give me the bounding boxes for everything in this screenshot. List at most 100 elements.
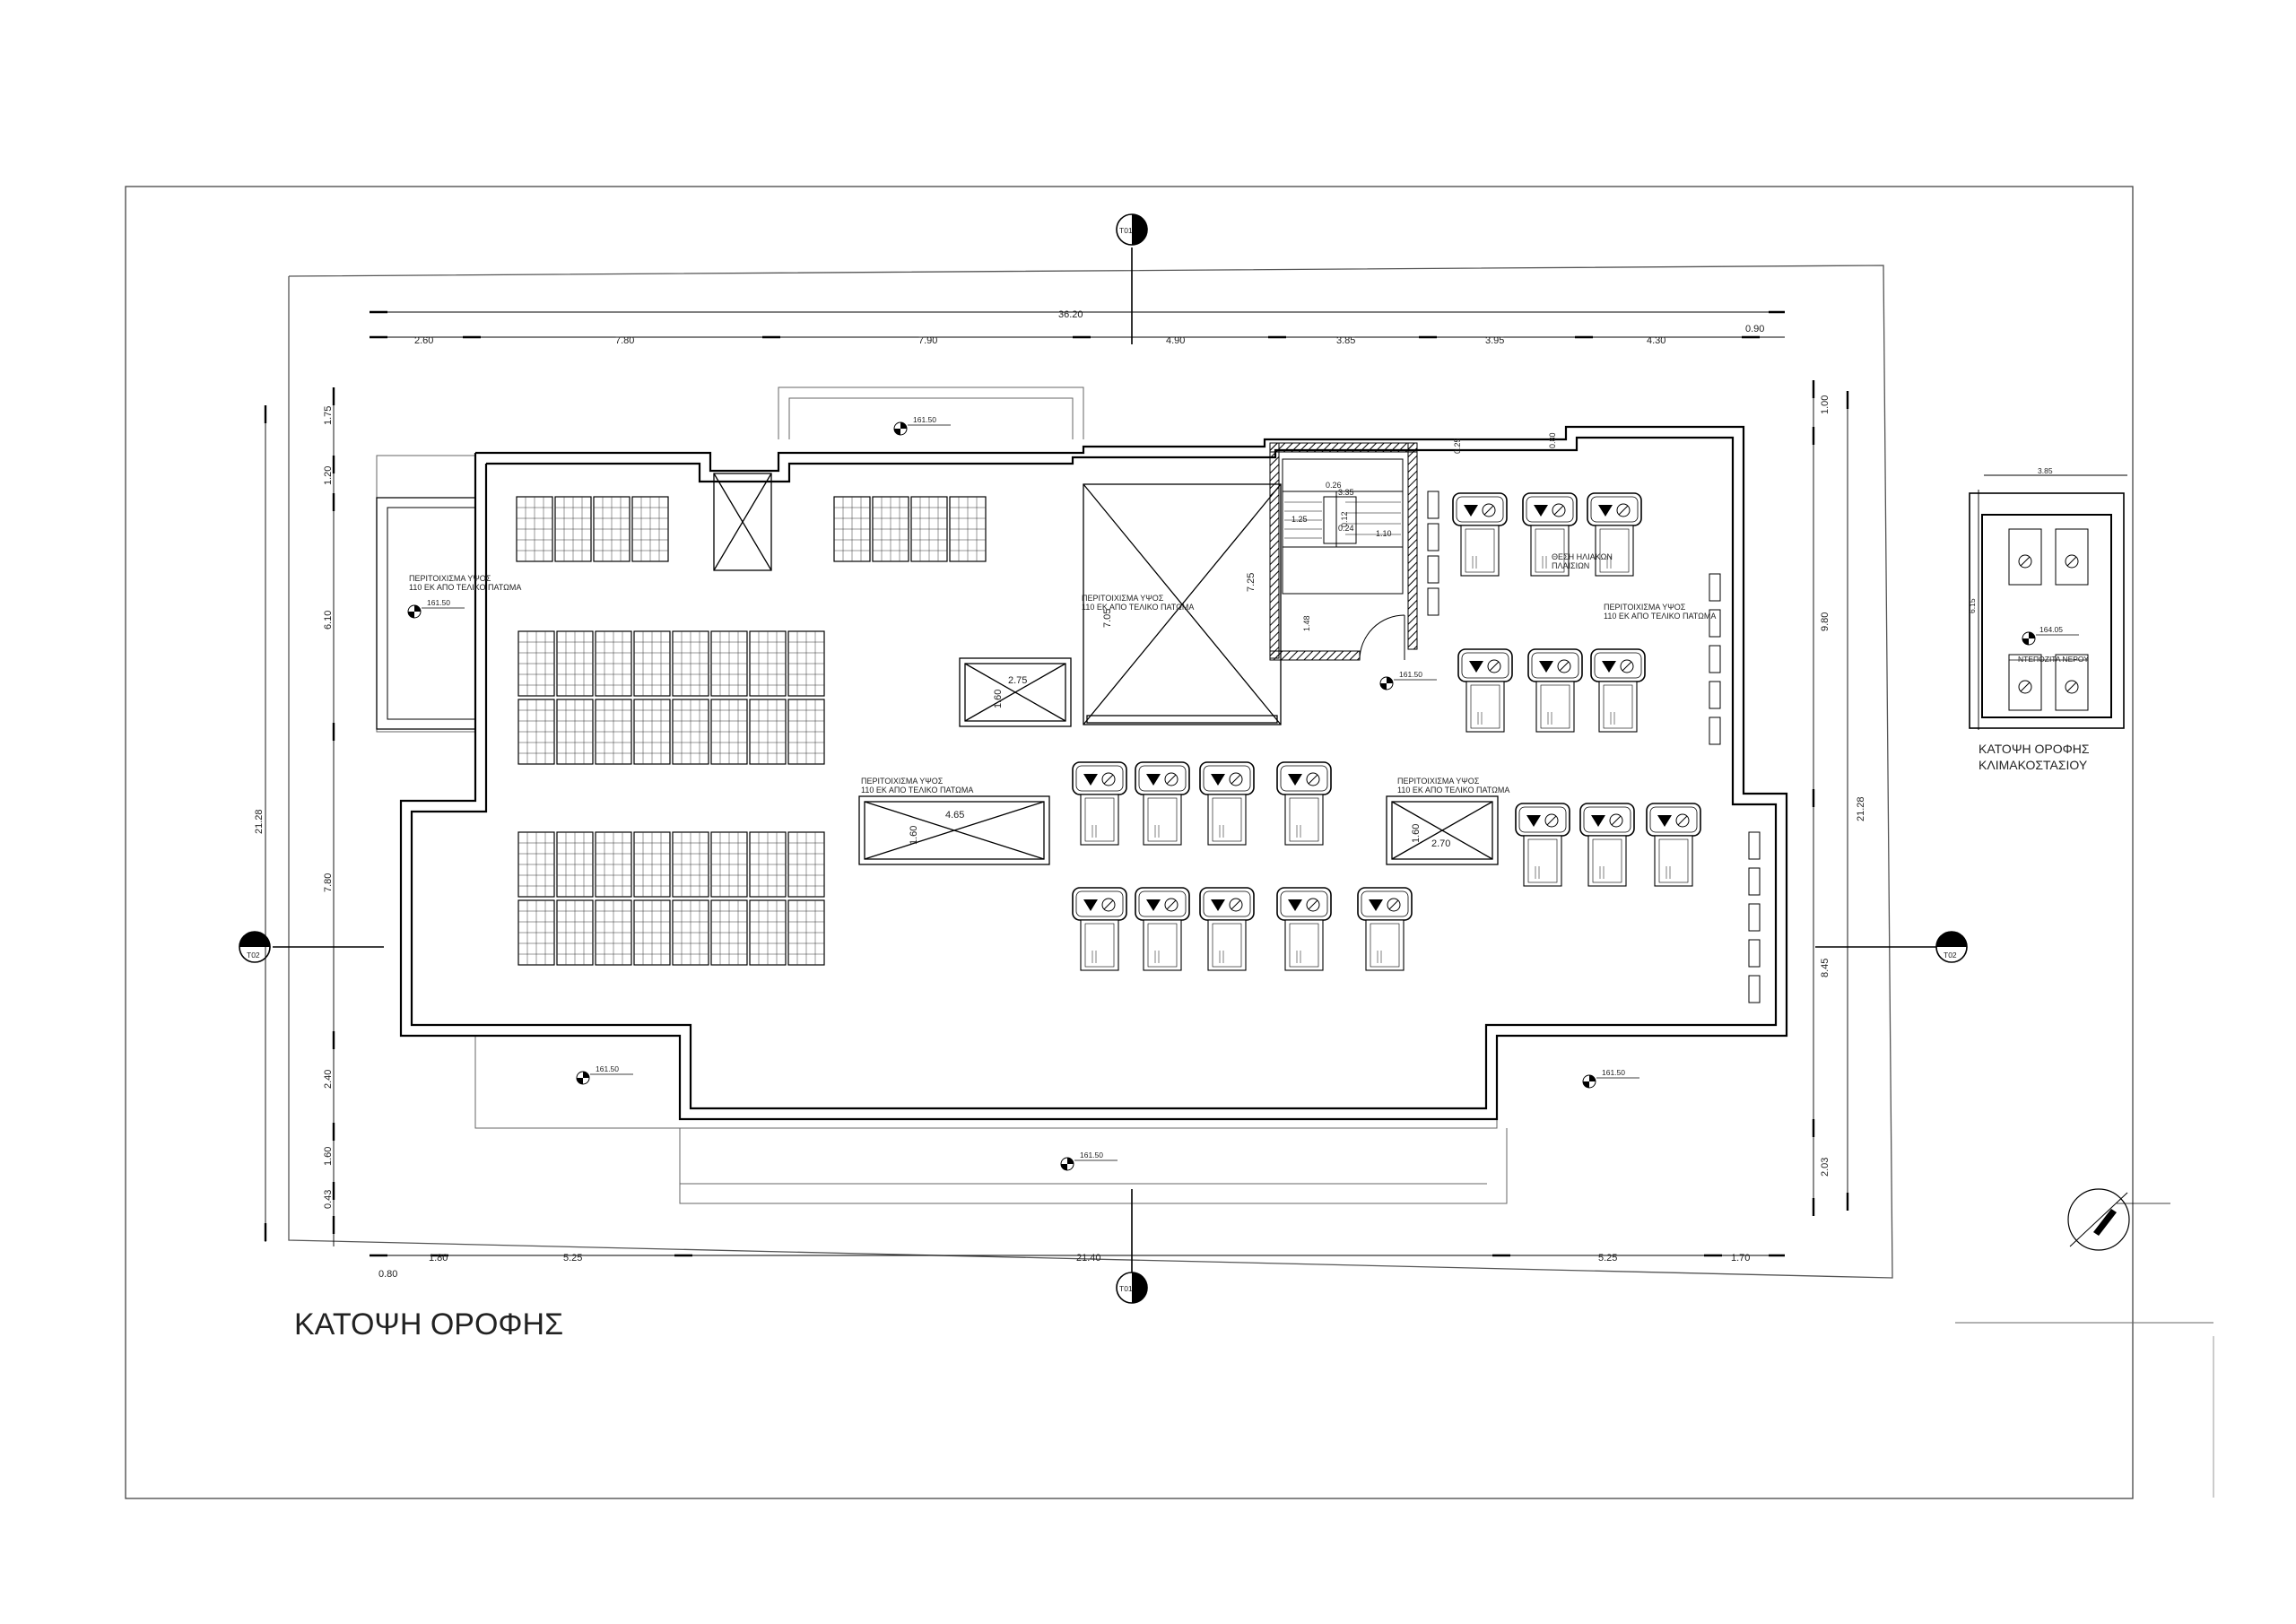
solar-panel: [749, 630, 787, 697]
solar-water-heater: [1199, 887, 1255, 971]
section-marker: T02: [239, 931, 271, 963]
level-marker: 161.50: [407, 598, 465, 619]
dim-stair: 0.25: [1453, 438, 1462, 454]
solar-panel: [633, 699, 671, 765]
dim-top: 7.90: [918, 335, 937, 346]
dim-left: 2.40: [323, 1070, 334, 1089]
solar-panel: [556, 831, 594, 898]
solar-panel: [517, 831, 555, 898]
dim-top: 7.80: [615, 335, 634, 346]
solar-panel: [595, 899, 632, 966]
solar-panel: [672, 899, 709, 966]
section-marker: T01: [1116, 1272, 1148, 1304]
wall-box: [1709, 573, 1721, 602]
dim-stair: 1.10: [1376, 529, 1392, 538]
section-marker-label: T02: [1944, 951, 1957, 960]
level-marker: 161.50: [893, 415, 951, 436]
stair-plan-title: ΚΛΙΜΑΚΟΣΤΑΣΙΟΥ: [1979, 758, 2088, 772]
dim-stair: 0.12: [1340, 511, 1349, 527]
solar-water-heater: [1276, 761, 1332, 846]
roof-edges: [376, 386, 1508, 1204]
section-marker: T02: [1935, 931, 1968, 963]
dim-void: 1.60: [1411, 824, 1422, 843]
dim-stair: 1.25: [1292, 515, 1308, 524]
parapet-note: ΠΕΡΙΤΟΙΧΙΣΜΑ ΥΨΟΣ: [409, 574, 491, 583]
level-marker: 161.50: [1379, 670, 1437, 690]
solar-water-heater: [1579, 803, 1635, 887]
solar-panel: [787, 899, 825, 966]
solar-panel: [517, 899, 555, 966]
dim-bottom-small: 0.80: [378, 1269, 397, 1280]
dim-top: 4.90: [1166, 335, 1185, 346]
dim-stair: 3.35: [1338, 488, 1354, 497]
solar-panel: [910, 496, 948, 562]
dim-left: 1.60: [323, 1147, 334, 1166]
solar-panel: [595, 831, 632, 898]
dim-top-overall: 36.20: [1058, 309, 1083, 320]
solar-water-heater: [1457, 648, 1513, 733]
solar-panel: [593, 496, 631, 562]
solar-water-heater: [1072, 761, 1127, 846]
dim-stair-plan: 3.85: [2038, 466, 2053, 475]
solar-panel: [710, 899, 748, 966]
solar-panel: [949, 496, 987, 562]
dim-top: 2.60: [414, 335, 433, 346]
stair-roof-plan: [1969, 492, 2125, 729]
level-value: 161.50: [1080, 1151, 1103, 1159]
parapet-note: ΠΕΡΙΤΟΙΧΙΣΜΑ ΥΨΟΣ: [861, 777, 944, 786]
dim-bottom: 21.40: [1076, 1253, 1101, 1264]
parapet-note: 110 ΕΚ ΑΠΟ ΤΕΛΙΚΟ ΠΑΤΩΜΑ: [1397, 786, 1509, 795]
solar-water-heaters: [1072, 492, 1701, 971]
dim-left: 6.10: [323, 611, 334, 630]
dim-right-overall: 21.28: [1856, 796, 1866, 821]
dim-stair: 0.26: [1326, 481, 1342, 490]
dim-left: 7.80: [323, 873, 334, 892]
dim-left: 1.75: [323, 406, 334, 425]
solar-panel: [710, 630, 748, 697]
level-marker: 161.50: [1060, 1151, 1118, 1171]
dim-right: 8.45: [1820, 959, 1831, 977]
solar-panel: [516, 496, 553, 562]
parapet-note: ΠΕΡΙΤΟΙΧΙΣΜΑ ΥΨΟΣ: [1082, 594, 1164, 603]
dim-right: 1.00: [1820, 395, 1831, 414]
solar-water-heater: [1357, 887, 1413, 971]
solar-panel: [517, 699, 555, 765]
solar-panel: [672, 831, 709, 898]
solar-panel: [749, 699, 787, 765]
solar-panel: [595, 630, 632, 697]
wall-box: [1709, 645, 1721, 673]
solar-panel: [556, 899, 594, 966]
solar-water-heater: [1515, 803, 1570, 887]
wall-box: [1709, 716, 1721, 745]
dim-void: 1.60: [909, 826, 919, 845]
section-marker-label: T01: [1119, 226, 1133, 235]
solar-water-heater: [1646, 803, 1701, 887]
solar-panel: [787, 831, 825, 898]
north-arrow-icon: [2067, 1188, 2170, 1251]
parapet-note: ΠΕΡΙΤΟΙΧΙΣΜΑ ΥΨΟΣ: [1397, 777, 1480, 786]
dim-void: 1.60: [993, 690, 1004, 708]
section-marker-label: T02: [247, 951, 260, 960]
dim-left: 0.43: [323, 1190, 334, 1209]
wall-box: [1748, 903, 1761, 932]
solar-panel: [633, 831, 671, 898]
wall-box: [1427, 491, 1439, 519]
solar-water-heater: [1072, 887, 1127, 971]
solar-water-heater: [1199, 761, 1255, 846]
wall-box: [1748, 831, 1761, 860]
solar-panel: [872, 496, 909, 562]
solar-water-heater: [1527, 648, 1583, 733]
solar-water-heater: [1135, 761, 1190, 846]
dim-top: 0.90: [1745, 324, 1764, 334]
solar-note: ΘΕΣΗ ΗΛΙΑΚΩΝ: [1552, 552, 1613, 561]
solar-note: ΠΛΑΙΣΙΩΝ: [1552, 561, 1589, 570]
section-lines: [273, 248, 1950, 1273]
left-terrace-edge: [376, 497, 475, 730]
wall-box: [1427, 555, 1439, 584]
solar-panel: [787, 699, 825, 765]
level-value: 164.05: [2039, 625, 2063, 634]
solar-panel: [556, 699, 594, 765]
dimension-ticks: [264, 310, 1849, 1257]
dim-right: 9.80: [1820, 612, 1831, 631]
solar-panel: [556, 630, 594, 697]
